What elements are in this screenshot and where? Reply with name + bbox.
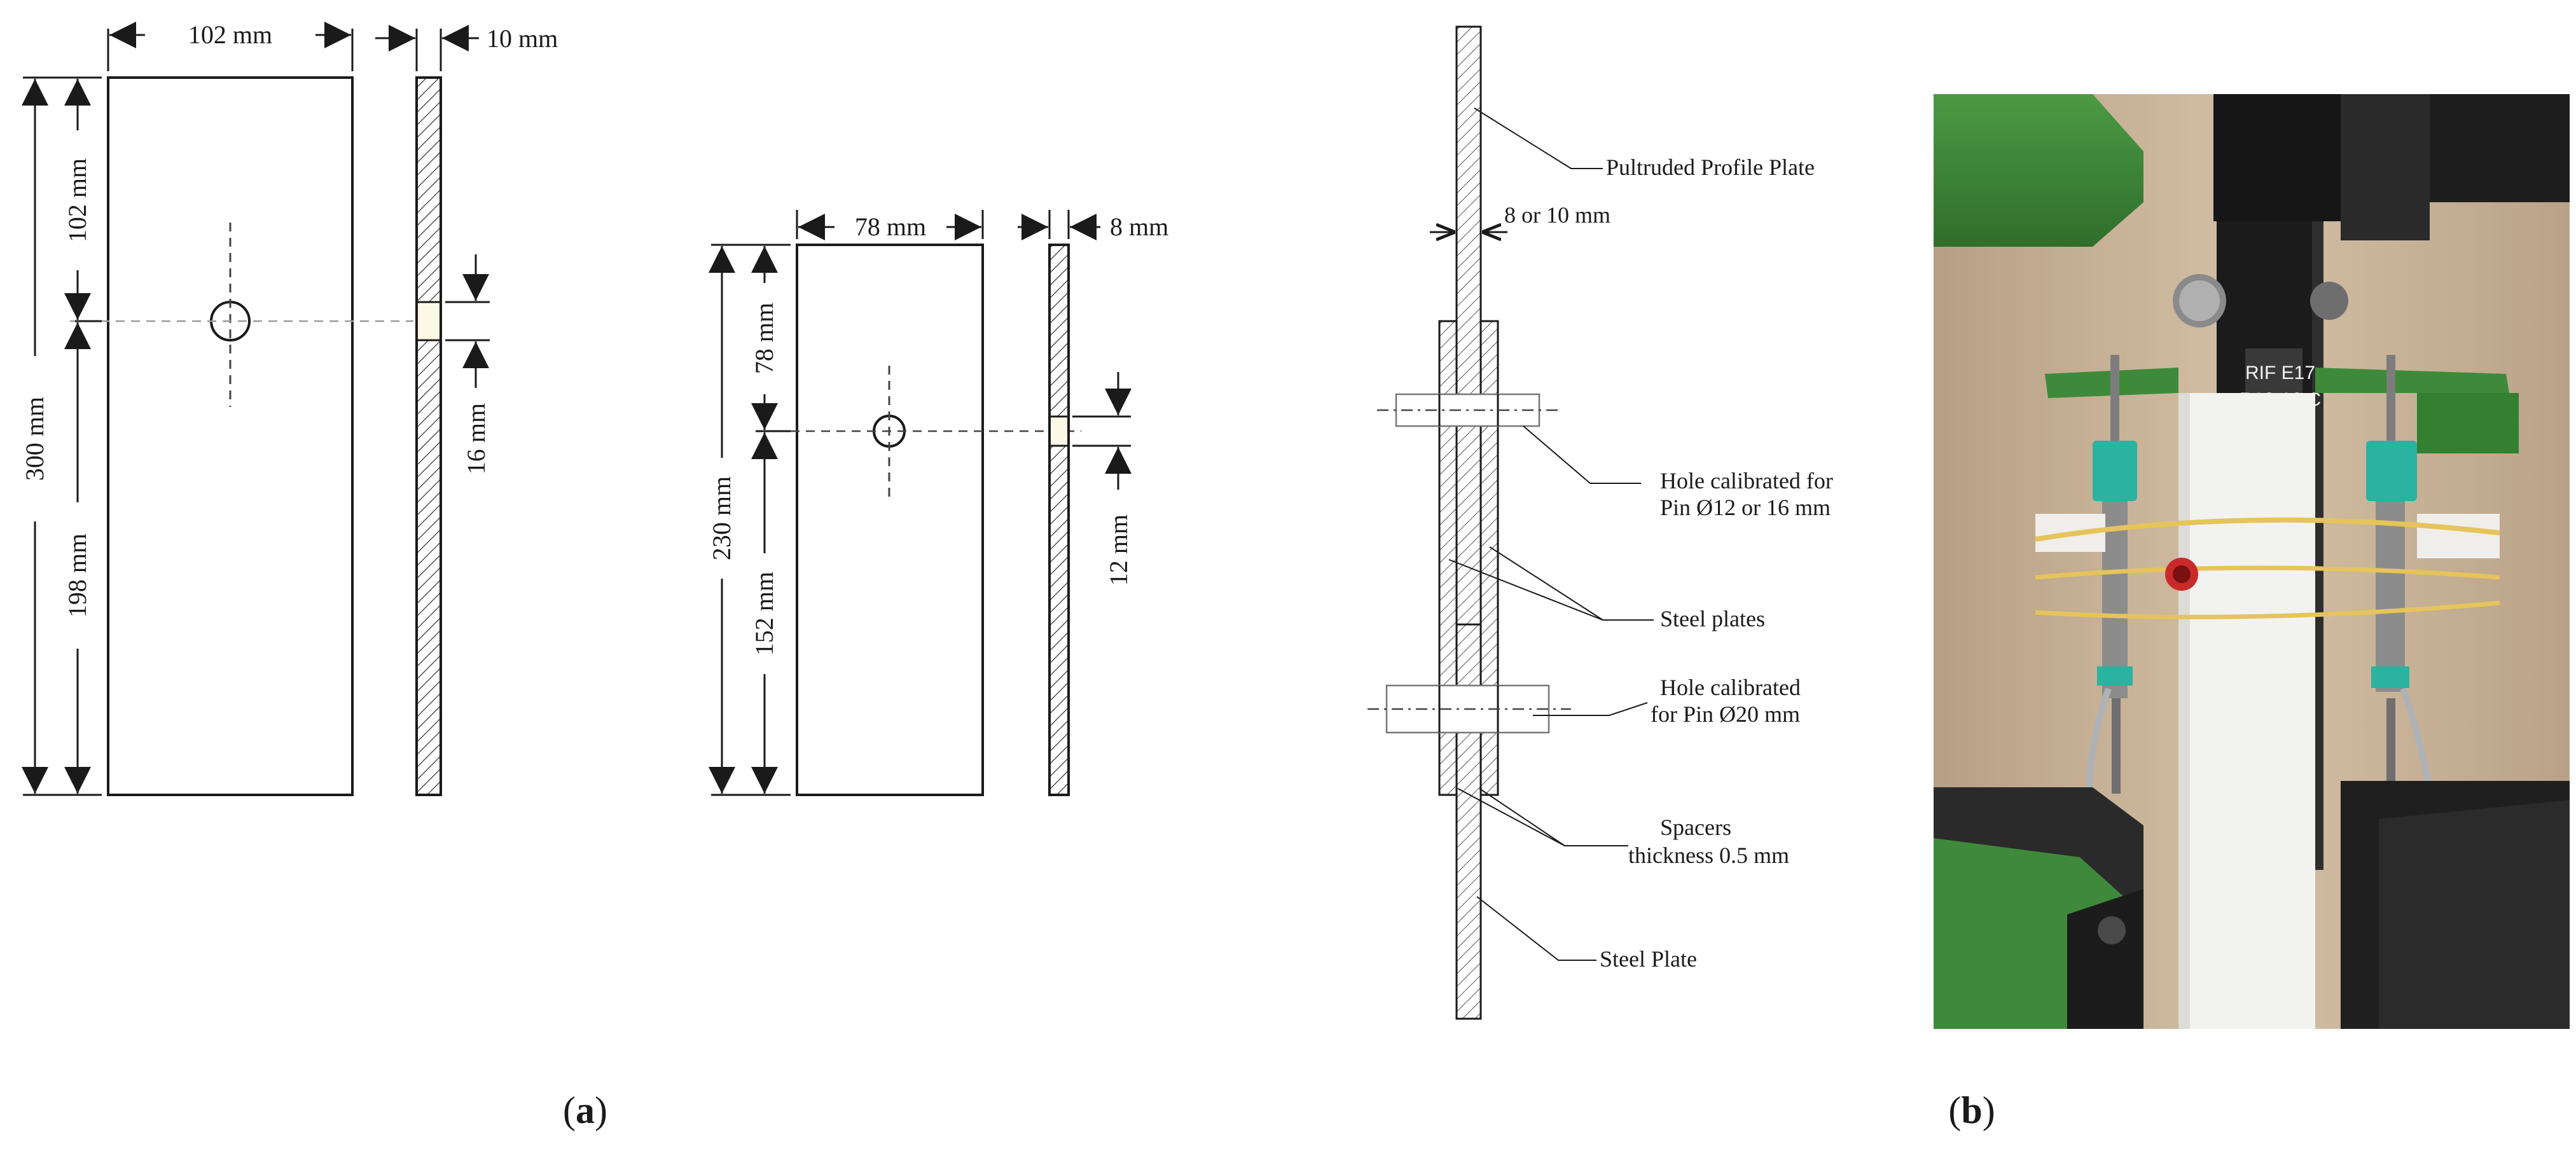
photo-specimen [2178,393,2315,1029]
assembly-hole-upper-label-1: Hole calibrated for [1660,468,1833,493]
assembly-section: 8 or 10 mm Pultruded Profile Plate Hole … [1368,25,1833,1020]
specimen-small-face [796,244,984,796]
dim-small-top: 78 mm [750,303,779,374]
specimen-large: 102 mm 10 mm 300 mm 102 mm 198 mm 16 mm [20,20,558,796]
specimen-large-edge [415,76,442,796]
assembly-steel-plates-label: Steel plates [1660,606,1765,631]
caption-b: (b) [1948,1089,1995,1131]
specimen-small: 78 mm 8 mm 230 mm 78 mm 152 mm 12 mm [707,210,1168,796]
assembly-profile-plate [1455,25,1482,626]
dim-large-thickness: 10 mm [487,24,558,53]
caption-a: (a) [563,1089,607,1131]
assembly-hole-lower-label-1: Hole calibrated [1660,675,1801,700]
assembly-steel-plate-label: Steel Plate [1600,946,1697,972]
dim-large-width: 102 mm [188,20,272,49]
assembly-spacers-label-2: thickness 0.5 mm [1628,843,1789,868]
dim-large-hole: 16 mm [462,403,490,474]
dim-large-bottom: 198 mm [63,534,92,617]
dim-small-hole: 12 mm [1104,514,1133,586]
dim-large-top: 102 mm [63,158,92,242]
caption-b-wrap: (b) [1948,1089,1995,1131]
drawing-panel-a: 102 mm 10 mm 300 mm 102 mm 198 mm 16 mm [20,20,1833,1131]
assembly-thickness-label: 8 or 10 mm [1504,202,1610,228]
dim-small-width: 78 mm [855,212,926,241]
dim-small-height: 230 mm [707,476,736,560]
dim-small-bottom: 152 mm [750,572,779,656]
specimen-large-face [107,76,354,796]
svg-text:RIF E17: RIF E17 [2245,362,2315,383]
dim-large-height: 300 mm [20,397,49,481]
assembly-hole-upper-label-2: Pin Ø12 or 16 mm [1660,495,1831,520]
test-setup-photo: RIF E17 R10-16 C [1934,94,2570,1029]
assembly-spacers-label-1: Spacers [1660,815,1731,840]
assembly-hole-lower-label-2: for Pin Ø20 mm [1651,701,1800,727]
assembly-profile-plate-label: Pultruded Profile Plate [1606,155,1815,180]
assembly-steel-plate-lower [1455,623,1482,1020]
specimen-small-edge [1048,244,1070,796]
dim-small-thickness: 8 mm [1110,212,1168,241]
